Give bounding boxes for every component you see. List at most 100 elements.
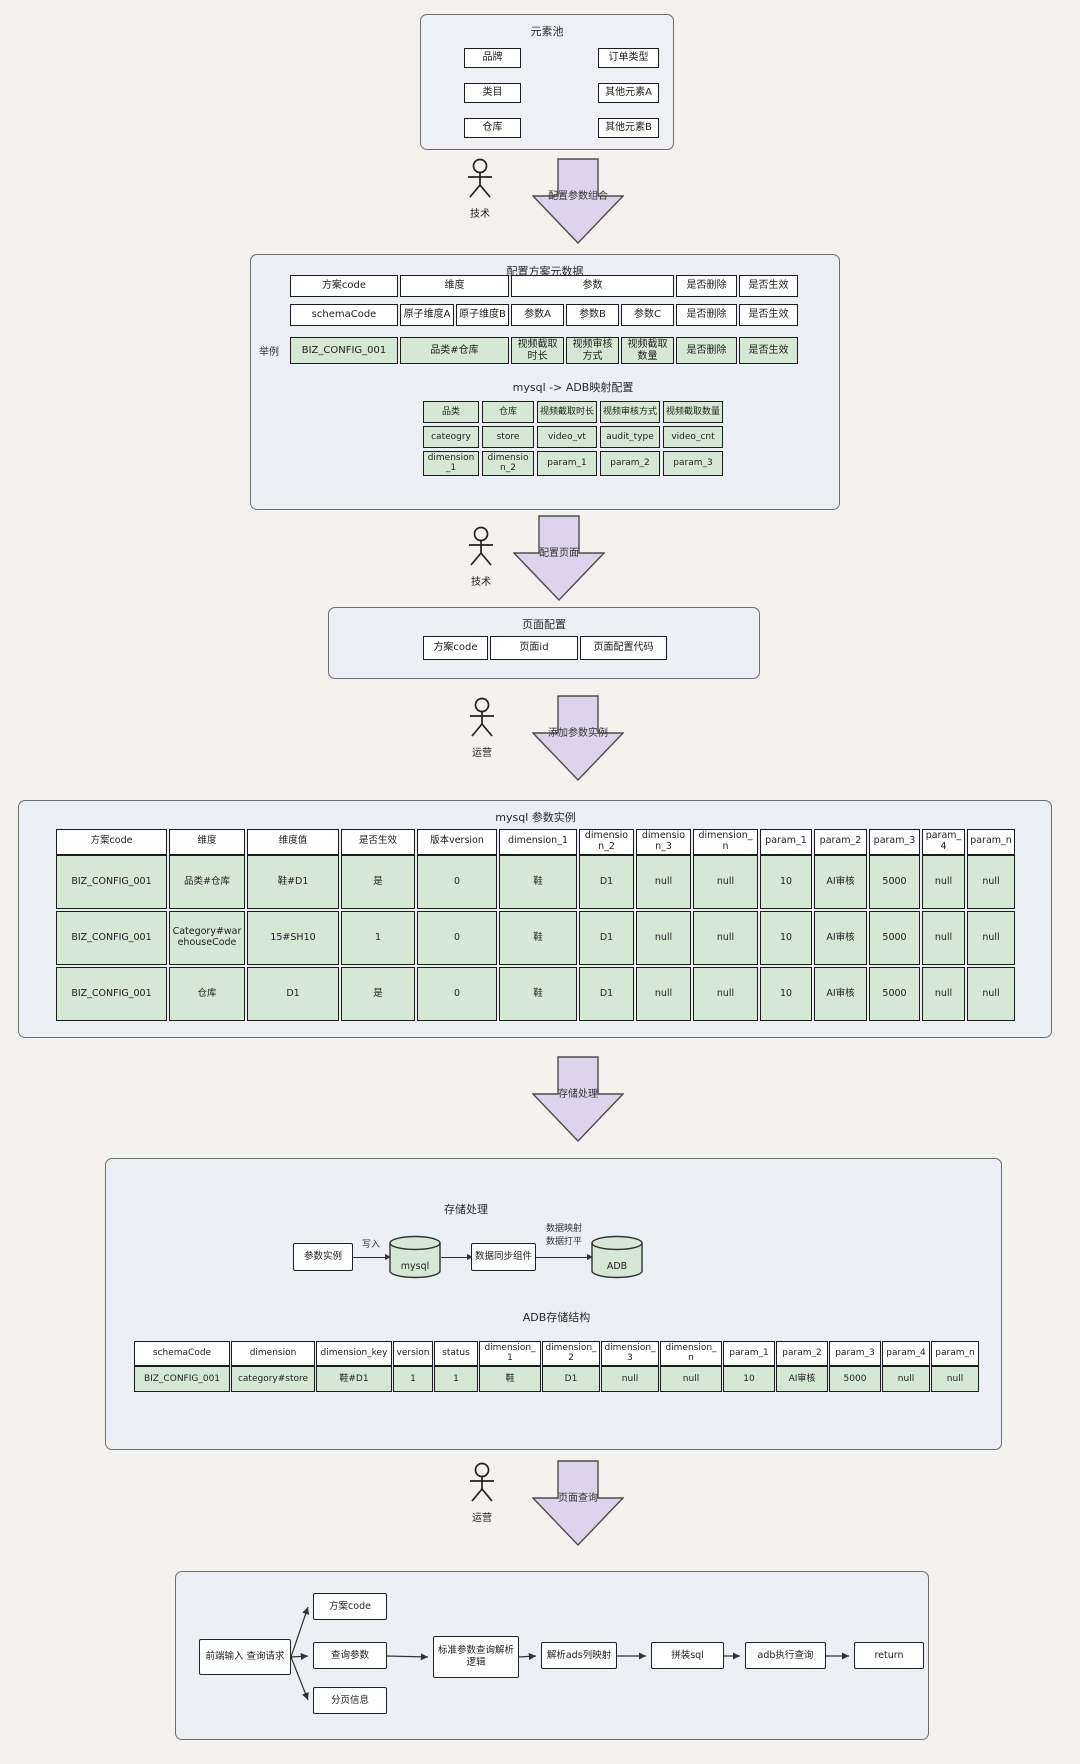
actor-tech-2: 技术 [464,526,498,588]
branch-schema-code: 方案code [313,1593,387,1620]
config-metadata-title: 配置方案元数据 [506,265,584,278]
pool-item: 类目 [464,83,521,103]
adb-cell: BIZ_CONFIG_001 [134,1366,230,1392]
meta-header-cell: 维度 [400,275,509,297]
sync-component-node: 数据同步组件 [471,1243,536,1271]
meta-header-cell: 参数 [511,275,674,297]
adb-header-cell: dimension [231,1341,315,1366]
instance-header-cell: 方案code [56,829,167,855]
mapping-cell: store [482,426,534,448]
mapping-table-row1: 品类仓库视频截取时长视频审核方式视频截取数量 [423,401,723,423]
mapping-cell: param_3 [663,451,723,476]
meta-field-cell: schemaCode [290,304,398,326]
adb-header-cell: param_2 [776,1341,828,1366]
instance-header-cell: param_1 [760,829,812,855]
actor-label: 运营 [472,1513,492,1524]
adb-cell: AI审核 [776,1366,828,1392]
meta-field-cell: 原子维度B [456,304,509,326]
mapping-cell: dimension_2 [482,451,534,476]
actor-tech-1: 技术 [463,158,497,220]
actor-label: 技术 [470,209,490,220]
meta-header-cell: 是否删除 [676,275,737,297]
instance-cell: BIZ_CONFIG_001 [56,911,167,965]
mapping-cell: param_2 [600,451,660,476]
adb-label: ADB [606,1261,628,1272]
instance-header-cell: dimension_n [693,829,758,855]
instance-cell: 鞋 [499,855,577,909]
page-config-cell: 页面id [490,636,578,660]
down-arrow-page-query: 页面查询 [532,1460,624,1546]
adb-header-cell: dimension_n [660,1341,722,1366]
instance-header-cell: 版本version [417,829,497,855]
instance-cell: BIZ_CONFIG_001 [56,855,167,909]
instance-cell: 10 [760,911,812,965]
query-flow-connectors [290,1606,849,1701]
step-assemble-sql: 拼装sql [651,1642,724,1669]
cylinder-icon [591,1235,643,1279]
adb-cell: 鞋#D1 [316,1366,392,1392]
instance-header-cell: param_2 [814,829,867,855]
adb-structure-title: ADB存储结构 [522,1311,591,1324]
arrow-label: 添加参数实例 [548,728,608,740]
param-instance-node: 参数实例 [293,1243,353,1271]
adb-header-cell: dimension_1 [479,1341,541,1366]
mapping-cell: 视频截取数量 [663,401,723,423]
down-arrow-configure-page: 配置页面 [513,515,605,601]
instance-cell: 鞋 [499,911,577,965]
instance-cell: AI审核 [814,967,867,1021]
step-adb-execute: adb执行查询 [745,1642,826,1669]
adb-header-cell: schemaCode [134,1341,230,1366]
frontend-input-node: 前端输入 查询请求 [199,1639,291,1675]
instance-header-cell: 维度值 [247,829,339,855]
instance-cell: null [922,967,965,1021]
storage-title: 存储处理 [444,1203,488,1216]
mapping-cell: 仓库 [482,401,534,423]
instance-header-cell: param_4 [922,829,965,855]
adb-cell: null [931,1366,979,1392]
instance-cell: 5000 [869,855,920,909]
pool-item: 订单类型 [598,48,659,68]
instance-cell: D1 [579,911,634,965]
page-config-cell: 页面配置代码 [580,636,667,660]
instance-header-cell: 是否生效 [341,829,415,855]
stick-figure-icon [470,697,494,737]
adb-header-cell: param_4 [882,1341,930,1366]
mapping-cell: audit_type [600,426,660,448]
instance-cell: null [636,855,691,909]
arrow-label: 存储处理 [558,1089,598,1101]
instance-cell: 10 [760,967,812,1021]
actor-ops-2: 运营 [465,1462,499,1524]
mapping-cell: 品类 [423,401,479,423]
instance-cell: BIZ_CONFIG_001 [56,967,167,1021]
instance-header-cell: dimension_2 [579,829,634,855]
instance-header-cell: param_3 [869,829,920,855]
mapping-cell: param_1 [537,451,597,476]
instance-cell: D1 [579,855,634,909]
instance-cell: AI审核 [814,855,867,909]
instance-cell: 鞋#D1 [247,855,339,909]
instance-cell: AI审核 [814,911,867,965]
meta-header-cell: 方案code [290,275,398,297]
flow-arrow [536,1253,593,1260]
down-arrow-icon [513,515,605,601]
instance-table-title: mysql 参数实例 [495,811,576,824]
instance-cell: null [967,855,1015,909]
meta-field-cell: 参数B [566,304,619,326]
adb-cell: 鞋 [479,1366,541,1392]
instance-cell: 1 [341,911,415,965]
adb-header-cell: status [434,1341,478,1366]
down-arrow-icon [532,1460,624,1546]
instance-cell: 15#SH10 [247,911,339,965]
instance-cell: null [922,855,965,909]
cylinder-icon [389,1235,441,1279]
